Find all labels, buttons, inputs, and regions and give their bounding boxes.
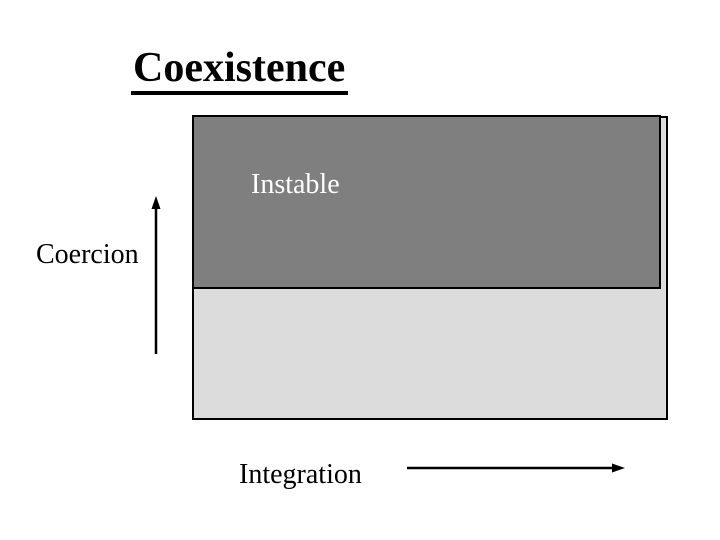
instable-label: Instable <box>251 169 340 200</box>
coercion-axis-label: Coercion <box>36 239 139 270</box>
instable-region-box <box>192 115 661 289</box>
coercion-axis-arrow-up-icon <box>151 196 161 354</box>
slide-title: Coexistence <box>131 47 349 95</box>
integration-axis-label: Integration <box>239 459 362 490</box>
integration-axis-arrow-right-icon <box>407 463 625 473</box>
